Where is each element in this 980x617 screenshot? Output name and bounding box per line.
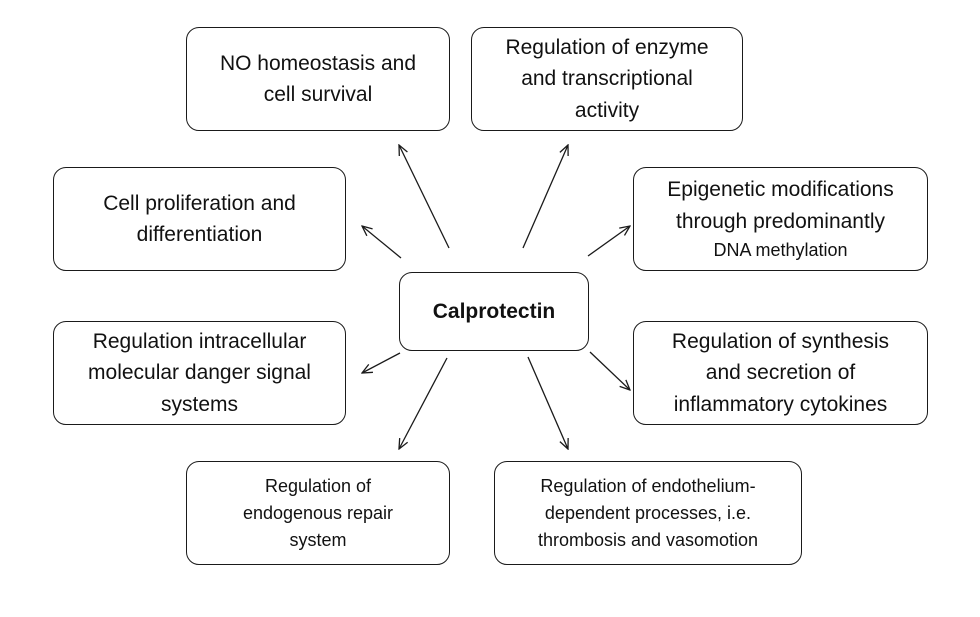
node-line: Regulation of [264, 475, 372, 496]
arrow-to-repair-system [399, 357, 448, 449]
calprotectin-node: Calprotectin [399, 272, 589, 351]
node-line: Regulation intracellular [92, 329, 307, 353]
node-line: through predominantly [676, 209, 885, 233]
node-cell-proliferation: Cell proliferation and differentiation [53, 167, 346, 271]
node-line: endogenous repair [242, 502, 394, 523]
node-line: Regulation of enzyme [505, 35, 709, 59]
node-line: DNA methylation [713, 240, 848, 260]
calprotectin-label: Calprotectin [432, 299, 556, 323]
node-cytokines: Regulation of synthesis and secretion of… [633, 321, 928, 425]
node-line: Regulation of endothelium- [540, 475, 756, 496]
node-line: molecular danger signal [88, 361, 311, 385]
node-line: Cell proliferation and [103, 191, 296, 215]
arrow-to-enzyme-regulation [522, 145, 568, 249]
node-line: Epigenetic modifications [667, 178, 894, 201]
arrow-to-no-homeostasis [399, 145, 450, 249]
node-epigenetic: Epigenetic modifications through predomi… [633, 167, 928, 271]
arrow-to-epigenetic [587, 226, 630, 257]
node-line: cell survival [263, 83, 373, 106]
node-line: dependent processes, i.e. [544, 502, 752, 523]
node-line: differentiation [136, 223, 263, 246]
node-repair-system: Regulation of endogenous repair system [186, 461, 450, 565]
node-enzyme-regulation: Regulation of enzyme and transcriptional… [471, 27, 743, 131]
node-line: Regulation of synthesis [671, 329, 890, 353]
arrow-to-cell-proliferation [362, 226, 402, 259]
node-line: and secretion of [705, 361, 856, 385]
node-line: NO homeostasis and [219, 51, 417, 75]
node-line: inflammatory cytokines [673, 392, 888, 416]
node-line: system [289, 529, 347, 550]
arrow-to-endothelium [527, 356, 568, 449]
node-no-homeostasis: NO homeostasis and cell survival [186, 27, 450, 131]
node-line: and transcriptional [521, 67, 693, 91]
arrow-to-cytokines [589, 351, 630, 390]
node-line: systems [160, 392, 238, 416]
node-endothelium: Regulation of endothelium- dependent pro… [494, 461, 802, 565]
arrow-to-danger-signal [362, 352, 401, 373]
node-line: activity [574, 98, 640, 122]
node-line: thrombosis and vasomotion [537, 529, 759, 550]
node-danger-signal: Regulation intracellular molecular dange… [53, 321, 346, 425]
